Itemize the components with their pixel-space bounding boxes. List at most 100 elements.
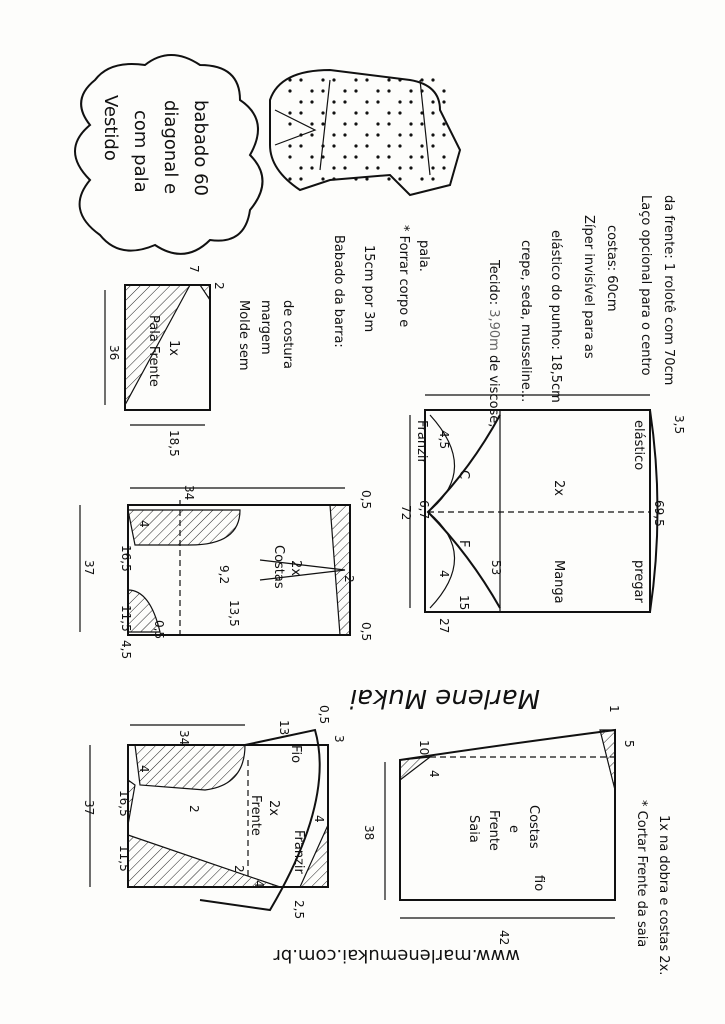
polka-dot [299, 133, 303, 137]
elastic-note: elástico do punho: 18,5cm [548, 230, 563, 403]
polka-dot [321, 111, 325, 115]
polka-dot [343, 166, 347, 170]
polka-dot [398, 133, 402, 137]
frente-grain: Fio [288, 745, 303, 763]
title-line-3: diagonal e [160, 100, 181, 194]
polka-dot [420, 155, 424, 159]
polka-dot [376, 89, 380, 93]
lining-line-1: * Forrar corpo e [396, 225, 411, 327]
polka-dot [431, 111, 435, 115]
frente-a: 16,5 [117, 790, 131, 817]
frente-g: 4 [312, 815, 326, 823]
polka-dot [332, 100, 336, 104]
polka-dot [321, 177, 325, 181]
polka-dot [354, 155, 358, 159]
frente-f: 3 [332, 735, 346, 743]
polka-dot [321, 122, 325, 126]
costas-piece: Costas 2x 37 53 34 16,5 11,5 4,5 4 2 13,… [79, 485, 503, 659]
polka-dot [409, 89, 413, 93]
polka-dot [321, 155, 325, 159]
polka-dot [431, 166, 435, 170]
saia-name-1: Saia [466, 815, 481, 843]
polka-dot [332, 166, 336, 170]
frente-j: 2,5 [292, 900, 306, 919]
polka-dot [332, 111, 336, 115]
polka-dot [288, 144, 292, 148]
polka-dot [420, 111, 424, 115]
skirt-cut-line-2: 1x na dobra e costas 2x. [656, 815, 671, 975]
polka-dot [420, 144, 424, 148]
pala-name: Pala Frente [146, 315, 161, 387]
manga-front: F [456, 540, 471, 547]
frente-h: 2 [232, 865, 246, 873]
polka-dot [442, 133, 446, 137]
pala-count: 1x [166, 340, 181, 356]
polka-dot [343, 122, 347, 126]
manga-cap-height: 27 [437, 618, 451, 633]
manga-back: C [456, 470, 471, 479]
frente-dart: 2 [187, 805, 201, 813]
costas-g: 0,5 [152, 620, 166, 639]
costas-c: 4,5 [119, 640, 133, 659]
manga-gather: Franzir [414, 420, 429, 465]
polka-dot [409, 166, 413, 170]
polka-dot [442, 155, 446, 159]
polka-dot [288, 122, 292, 126]
polka-dot [387, 144, 391, 148]
polka-dot [365, 111, 369, 115]
lining-line-2: pala. [416, 240, 431, 272]
manga-name: Manga [551, 560, 566, 604]
polka-dot [365, 133, 369, 137]
manga-b: 6,7 [417, 500, 431, 519]
polka-dot [365, 144, 369, 148]
frente-total: 37 [82, 800, 96, 815]
ruffle-line-1: Babado da barra: [331, 235, 346, 348]
polka-dot [354, 78, 358, 82]
saia-length: 38 [362, 825, 376, 840]
polka-dot [431, 100, 435, 104]
polka-dot [420, 177, 424, 181]
polka-dot [442, 100, 446, 104]
polka-dot [288, 155, 292, 159]
polka-dot [376, 100, 380, 104]
ruffle-line-2: 15cm por 3m [361, 245, 376, 332]
costas-d: 4 [137, 520, 151, 528]
polka-dot [332, 177, 336, 181]
saia-width: 42 [497, 930, 511, 945]
polka-dot [343, 100, 347, 104]
polka-dot [387, 89, 391, 93]
notes-block: Tecido: 3,90m de viscose, crepe, seda, m… [236, 195, 676, 975]
saia-b: 4 [427, 770, 441, 778]
polka-dot [420, 78, 424, 82]
polka-dot [376, 122, 380, 126]
polka-dot [310, 166, 314, 170]
polka-dot [310, 133, 314, 137]
polka-dot [343, 155, 347, 159]
zipper-line-1: Zíper invisível para as [581, 215, 596, 359]
polka-dot [442, 166, 446, 170]
polka-dot [398, 166, 402, 170]
saia-a: 10 [417, 740, 431, 755]
polka-dot [387, 78, 391, 82]
saia-name-4: Costas [526, 805, 541, 849]
polka-dot [299, 78, 303, 82]
saia-c: 1 [607, 705, 621, 713]
manga-c: 4 [437, 570, 451, 578]
polka-dot [409, 133, 413, 137]
polka-dot [310, 89, 314, 93]
polka-dot [365, 100, 369, 104]
polka-dot [376, 133, 380, 137]
polka-dot [354, 89, 358, 93]
polka-dot [343, 89, 347, 93]
manga-elastic: elástico [631, 420, 646, 470]
costas-shoulder: 34 [182, 485, 196, 500]
polka-dot [409, 122, 413, 126]
frente-e: 0,5 [317, 705, 331, 724]
title-line-4: babado 60 [190, 100, 211, 196]
polka-dot [420, 89, 424, 93]
polka-dot [299, 166, 303, 170]
polka-dot [398, 100, 402, 104]
polka-dot [332, 133, 336, 137]
